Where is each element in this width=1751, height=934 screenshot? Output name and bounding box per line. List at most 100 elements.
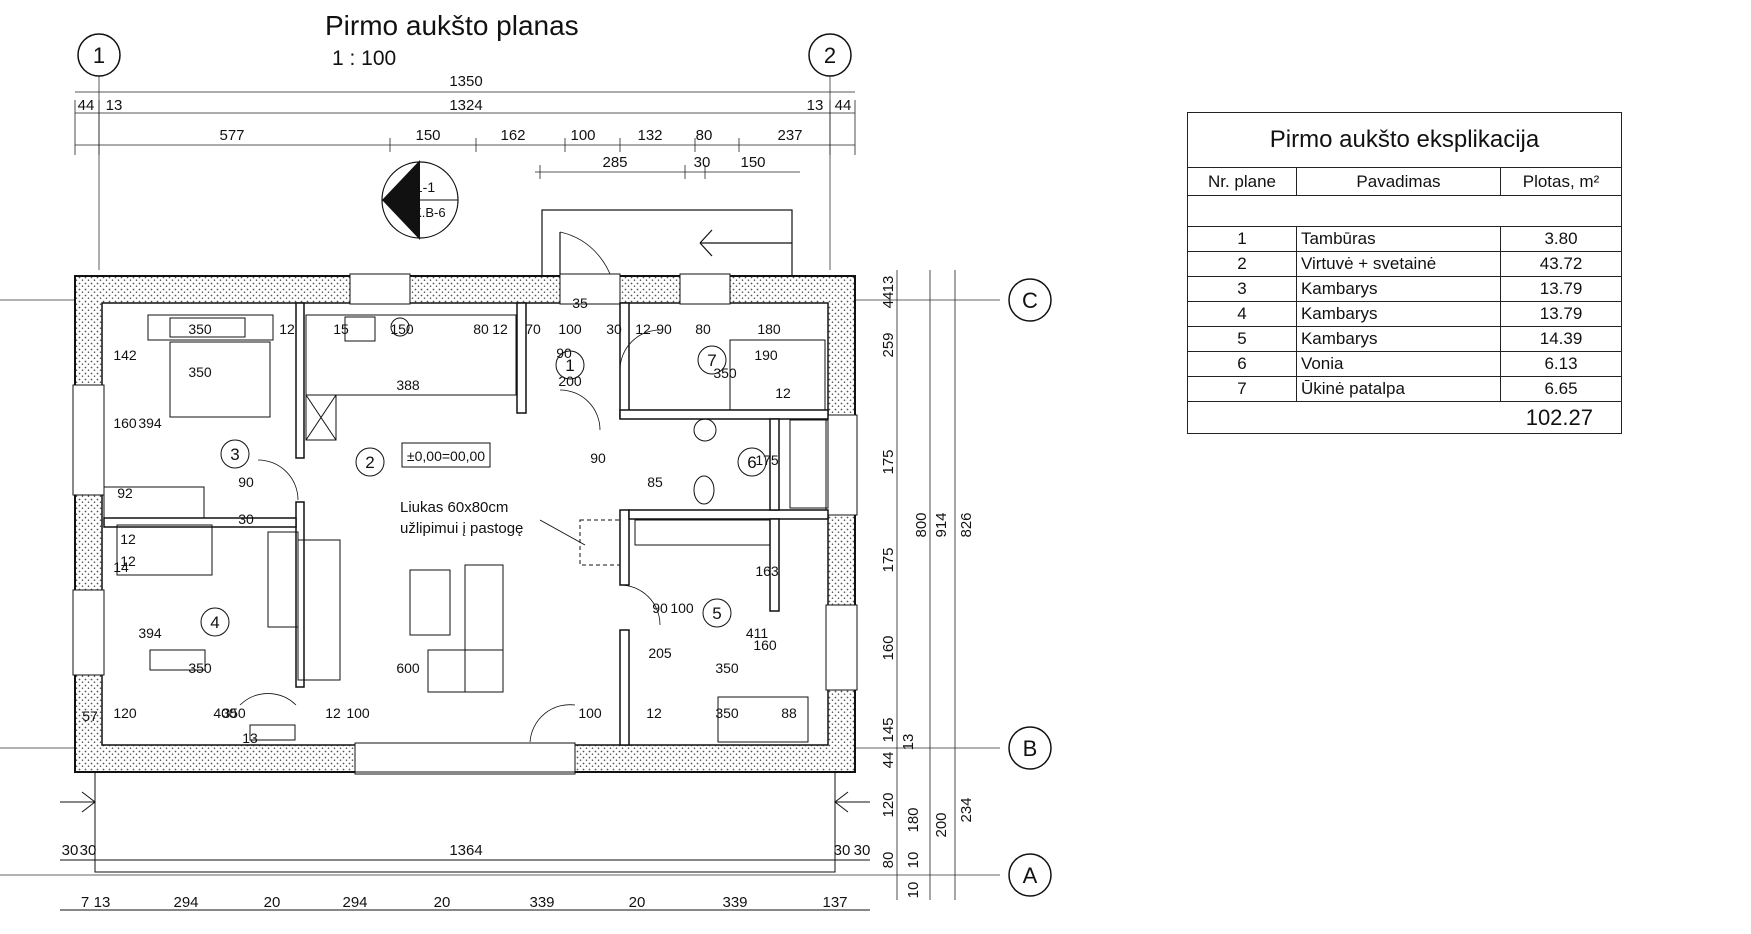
total-area: 102.27 — [1187, 401, 1622, 434]
dim-label: 285 — [602, 154, 627, 171]
room-marker-5 — [702, 598, 732, 628]
room-area: 3.80 — [1500, 226, 1622, 252]
interior-dim-label: 90 — [656, 321, 672, 337]
dim-label: 175 — [880, 547, 897, 572]
dim-label: 180 — [905, 807, 922, 832]
dim-label: 44 — [880, 752, 897, 769]
dim-label: 44 — [880, 292, 897, 309]
interior-dim-label: 350 — [188, 321, 212, 337]
dim-label: 150 — [415, 127, 440, 144]
room-marker-4 — [200, 607, 230, 637]
interior-dim-label: 150 — [390, 321, 414, 337]
interior-dim-label: 14 — [113, 559, 129, 575]
interior-dim-label: 85 — [647, 474, 663, 490]
room-name: Virtuvė + svetainė — [1295, 251, 1502, 277]
interior-dim-label: 100 — [346, 705, 370, 721]
entrance-porch — [541, 209, 793, 281]
stove — [344, 316, 376, 342]
interior-dim-label: 88 — [781, 705, 797, 721]
blank-row — [1187, 195, 1622, 227]
room-number-7: 7 — [707, 351, 716, 370]
axis-bubble-c — [1008, 278, 1052, 322]
room-nr: 3 — [1187, 276, 1297, 302]
dim-label: 44 — [78, 97, 95, 114]
dim-label: 10 — [905, 882, 922, 899]
interior-dim-label: 180 — [757, 321, 781, 337]
dim-label: 237 — [777, 127, 802, 144]
room-name: Ūkinė patalpa — [1295, 376, 1502, 402]
section-marker: 1-1 SK.B-6 — [381, 160, 459, 240]
dim-label: 800 — [913, 512, 930, 537]
room-area: 13.79 — [1500, 276, 1622, 302]
interior-dim-label: 80 — [695, 321, 711, 337]
wardrobe-room-5 — [634, 519, 771, 546]
dim-label: 44 — [835, 97, 852, 114]
interior-dim-label: 163 — [755, 563, 779, 579]
interior-dim-label: 100 — [558, 321, 582, 337]
interior-dim-label: 15 — [333, 321, 349, 337]
dim-label: 145 — [880, 717, 897, 742]
room-number-1: 1 — [565, 356, 574, 375]
interior-dim-label: 350 — [715, 660, 739, 676]
section-sheet: SK.B-6 — [404, 205, 445, 220]
dim-label: 80 — [696, 127, 713, 144]
dim-label: 7 — [81, 894, 89, 911]
interior-dim-label: 350 — [715, 705, 739, 721]
dim-label: 150 — [740, 154, 765, 171]
room-area: 14.39 — [1500, 326, 1622, 352]
dim-label: 30 — [80, 842, 97, 859]
room-nr: 1 — [1187, 226, 1297, 252]
terrace — [94, 771, 836, 873]
dim-label: 20 — [264, 894, 281, 911]
axis-bubble-1 — [77, 33, 121, 77]
dim-label: 13 — [106, 97, 123, 114]
plan-scale: 1 : 100 — [332, 47, 397, 70]
wardrobe-room-3 — [147, 314, 274, 341]
axis-label-c: C — [1022, 288, 1038, 313]
dim-label: 30 — [62, 842, 79, 859]
axis-label-1: 1 — [93, 43, 105, 68]
dim-label: 1364 — [449, 842, 482, 859]
interior-dim-label: 100 — [670, 600, 694, 616]
bed-room-3 — [169, 341, 271, 418]
dim-label: 294 — [173, 894, 198, 911]
dim-label: 577 — [219, 127, 244, 144]
room-number-4: 4 — [210, 613, 219, 632]
interior-dim-label: 190 — [754, 347, 778, 363]
level-mark-box — [401, 442, 491, 468]
interior-dim-label: 350 — [222, 705, 246, 721]
interior-dim-label: 175 — [755, 452, 779, 468]
dim-label: 13 — [94, 894, 111, 911]
dim-label: 13 — [880, 276, 897, 293]
dim-label: 175 — [880, 449, 897, 474]
room-name: Tambūras — [1295, 226, 1502, 252]
interior-dim-label: 350 — [713, 365, 737, 381]
axis-bubble-a — [1008, 853, 1052, 897]
room-nr: 7 — [1187, 376, 1297, 402]
interior-dim-label: 90 — [238, 474, 254, 490]
interior-dim-label: 12 — [120, 553, 136, 569]
room-marker-3 — [220, 439, 250, 469]
interior-dim-label: 13 — [242, 730, 258, 746]
axis-bubble-2 — [808, 33, 852, 77]
header-area: Plotas, m² — [1500, 167, 1622, 196]
dim-label: 10 — [905, 852, 922, 869]
explication-title: Pirmo aukšto eksplikacija — [1187, 112, 1622, 168]
interior-dim-label: 90 — [556, 345, 572, 361]
dim-label: 234 — [958, 797, 975, 822]
interior-dim-label: 205 — [648, 645, 672, 661]
dim-label: 259 — [880, 332, 897, 357]
room-marker-6 — [737, 447, 767, 477]
interior-dim-label: 90 — [652, 600, 668, 616]
interior-dim-label: 90 — [590, 450, 606, 466]
interior-dim-label: 394 — [138, 625, 162, 641]
coffee-table — [409, 569, 451, 636]
dim-label: 137 — [822, 894, 847, 911]
desk-room-5 — [717, 696, 809, 743]
